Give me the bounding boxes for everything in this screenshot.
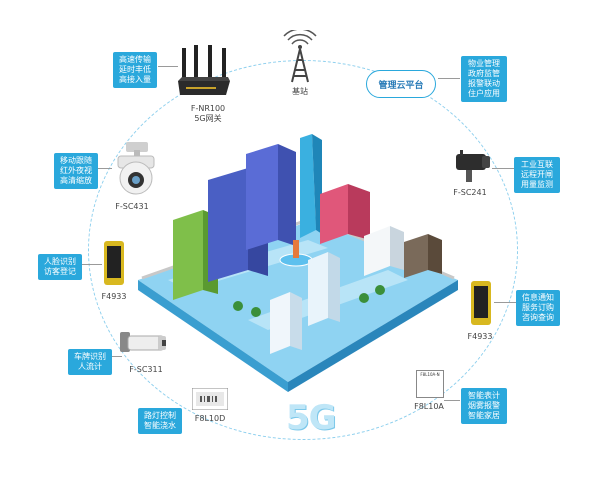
module-left-desc: 路灯控制 智能浇水: [138, 408, 182, 434]
ptz-connector: [98, 168, 112, 169]
face-terminal-right-icon: [471, 281, 491, 325]
bullet-desc: 工业互联 远程开闸 用量监测: [514, 157, 560, 193]
router-connector: [158, 66, 178, 67]
gov-connector: [438, 78, 460, 79]
face-terminal-left-icon: [104, 241, 124, 285]
plate-connector: [112, 356, 122, 357]
smart-city-illustration: [138, 134, 458, 392]
5g-label: 5G: [286, 398, 337, 438]
tower-caption: 基站: [292, 87, 308, 96]
module-left-icon: [192, 388, 228, 410]
base-station-tower-icon: [283, 30, 317, 83]
plate-desc: 车牌识别 人流计: [68, 349, 112, 375]
ptz-desc: 移动跟随 红外夜视 高清缩放: [54, 153, 98, 189]
face-right-connector: [494, 302, 516, 303]
module-right-icon: F8L10A-N: [416, 370, 444, 398]
face-left-caption: F4933: [101, 292, 127, 301]
plate-camera-icon: [120, 332, 166, 352]
plate-caption: F-SC311: [129, 365, 163, 374]
module-right-connector: [444, 400, 460, 401]
cloud-platform-icon: [366, 70, 436, 98]
bullet-camera-icon: [456, 150, 490, 182]
face-right-caption: F4933: [467, 332, 493, 341]
router-icon: [178, 45, 230, 95]
bullet-caption: F-SC241: [453, 188, 487, 197]
router-desc: 高速传输 延时丰低 高接入量: [113, 52, 157, 88]
ptz-camera-icon: [117, 142, 155, 195]
module-right-desc: 智能表计 烟雾报警 智能家居: [461, 388, 507, 424]
gov-desc: 物业管理 政府监管 报警联动 住户应用: [461, 56, 507, 102]
cloud-platform-label: 管理云平台: [378, 81, 424, 91]
router-caption: F-NR100 5G网关: [190, 104, 226, 123]
module-left-caption: F8L10D: [194, 414, 226, 423]
face-right-desc: 信息通知 服务订购 咨询查询: [516, 290, 560, 326]
bullet-connector: [492, 168, 514, 169]
module-right-caption: F8L10A: [414, 402, 444, 411]
ptz-caption: F-SC431: [115, 202, 149, 211]
module-right-chip-text: F8L10A-N: [420, 372, 440, 377]
face-left-desc: 人脸识别 访客登记: [38, 254, 82, 280]
face-left-connector: [82, 264, 102, 265]
